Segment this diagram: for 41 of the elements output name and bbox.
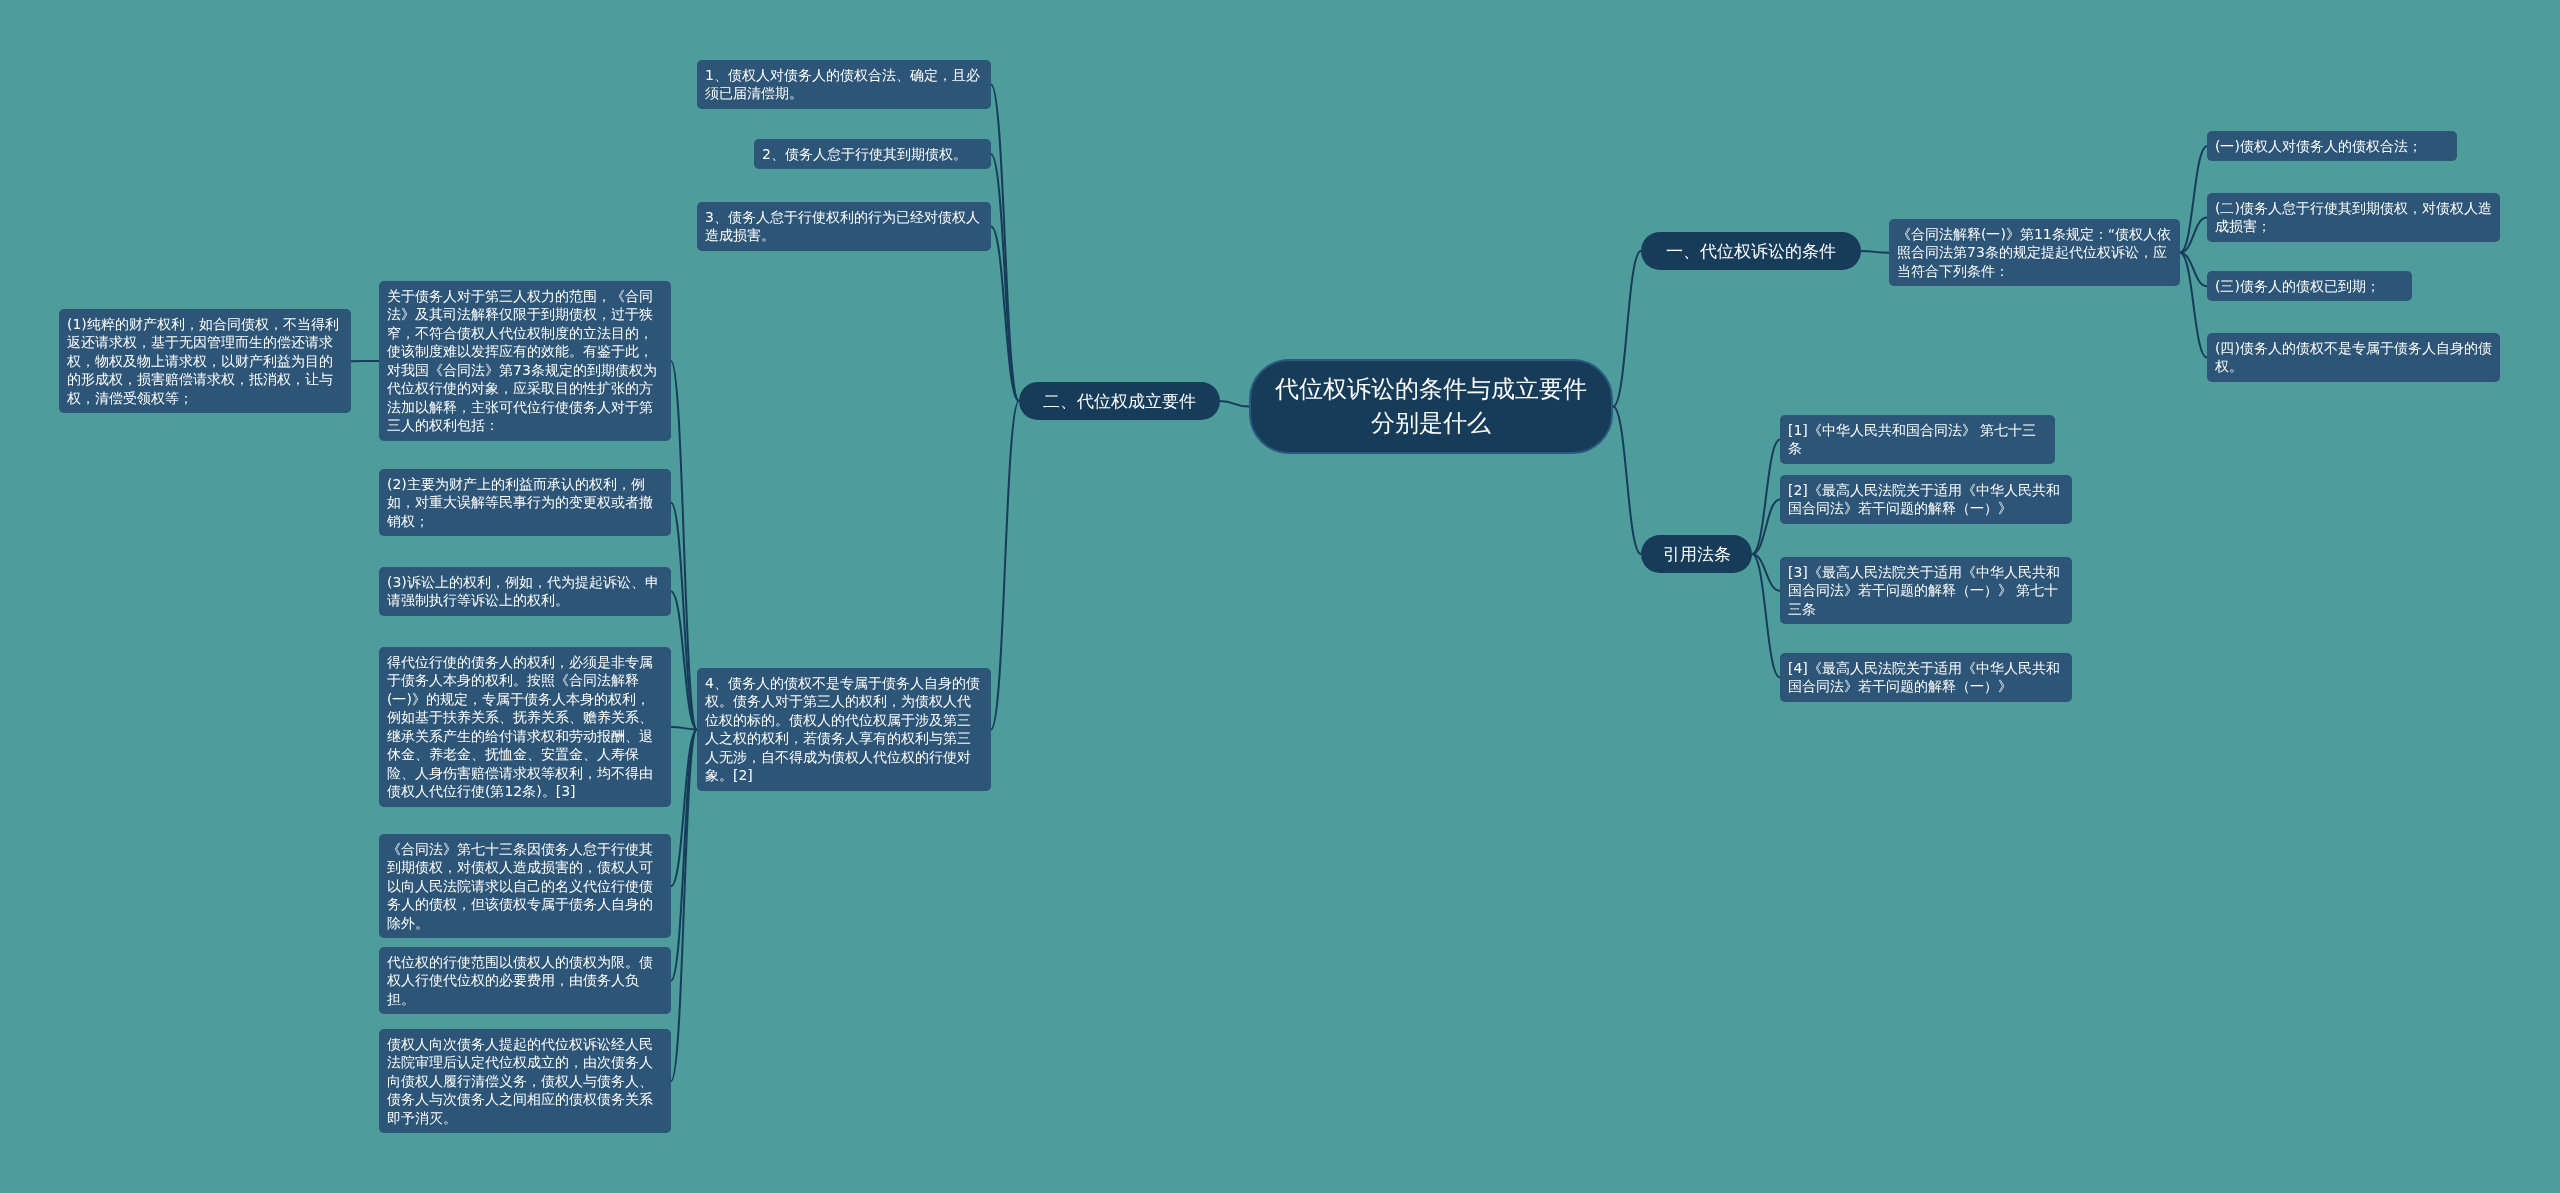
branch-topic: 引用法条 <box>1641 535 1752 574</box>
subtopic-box: 得代位行使的债务人的权利，必须是非专属于债务人本身的权利。按照《合同法解释(一)》的规定，专属于债务人本身的权利，例如基于扶养关系、抚养关系、赡养关系、继承关系产生的给付请求权和劳动报酬、退休金、养老金、抚恤金、安置金、人寿保险、人身伤害赔偿请求权等权利，均不得由债权人代位行使(第12条)。[3] <box>379 647 671 807</box>
connector-line <box>990 225 1020 403</box>
subtopic-box: 3、债务人怠于行使权利的行为已经对债权人造成损害。 <box>697 202 991 251</box>
subtopic-box: 关于债务人对于第三人权力的范围，《合同法》及其司法解释仅限于到期债权，过于狭窄，不符合债权人代位权制度的立法目的，使该制度难以发挥应有的效能。有鉴于此，对我国《合同法》第73条规定的到期债权为代位权行使的对象，应采取目的性扩张的方法加以解释，主张可代位行使债务人对于第三人的权利包括： <box>379 281 671 441</box>
connector-line <box>1860 250 1890 254</box>
subtopic-box: [3]《最高人民法院关于适用《中华人民共和国合同法》若干问题的解释（一）》 第七十三条 <box>1780 557 2072 625</box>
central-topic: 代位权诉讼的条件与成立要件分别是什么 <box>1249 359 1613 455</box>
connector-line <box>1751 553 1781 679</box>
branch-topic: 一、代位权诉讼的条件 <box>1641 232 1861 271</box>
connector-line <box>1751 498 1781 556</box>
connector-line <box>670 590 698 731</box>
connector-line <box>350 359 380 363</box>
connector-line <box>1612 250 1642 408</box>
subtopic-box: (二)债务人怠于行使其到期债权，对债权人造成损害； <box>2207 193 2500 242</box>
subtopic-box: [1]《中华人民共和国合同法》 第七十三条 <box>1780 415 2055 464</box>
subtopic-box: (三)债务人的债权已到期； <box>2207 271 2412 302</box>
subtopic-box: (一)债权人对债务人的债权合法； <box>2207 131 2457 162</box>
branch-topic: 二、代位权成立要件 <box>1019 382 1220 421</box>
subtopic-box: (3)诉讼上的权利，例如，代为提起诉讼、申请强制执行等诉讼上的权利。 <box>379 567 671 616</box>
connector-line <box>1751 438 1781 556</box>
connector-line <box>670 728 698 888</box>
subtopic-box: [2]《最高人民法院关于适用《中华人民共和国合同法》若干问题的解释（一）》 <box>1780 475 2072 524</box>
subtopic-box: (1)纯粹的财产权利，如合同债权，不当得利返还请求权，基于无因管理而生的偿还请求权，物权及物上请求权，以财产利益为目的的形成权，损害赔偿请求权，抵消权，让与权，清偿受领权等； <box>59 309 351 414</box>
connector-line <box>1219 400 1250 408</box>
subtopic-box: (2)主要为财产上的利益而承认的权利，例如，对重大误解等民事行为的变更权或者撤销权； <box>379 469 671 537</box>
subtopic-box: (四)债务人的债权不是专属于债务人自身的债权。 <box>2207 333 2500 382</box>
connector-line <box>990 400 1020 731</box>
subtopic-box: 《合同法解释(一)》第11条规定：“债权人依照合同法第73条的规定提起代位权诉讼，应当符合下列条件： <box>1889 219 2180 287</box>
connector-line <box>1612 405 1642 556</box>
subtopic-box: 1、债权人对债务人的债权合法、确定，且必须已届清偿期。 <box>697 60 991 109</box>
connector-line <box>1751 553 1781 592</box>
subtopic-box: 2、债务人怠于行使其到期债权。 <box>754 139 991 170</box>
subtopic-box: 《合同法》第七十三条因债务人怠于行使其到期债权，对债权人造成损害的，债权人可以向人民法院请求以自己的名义代位行使债务人的债权，但该债权专属于债务人自身的除外。 <box>379 834 671 939</box>
subtopic-box: 代位权的行使范围以债权人的债权为限。债权人行使代位权的必要费用，由债务人负担。 <box>379 947 671 1015</box>
connector-line <box>2179 145 2208 254</box>
subtopic-box: 4、债务人的债权不是专属于债务人自身的债权。债务人对于第三人的权利，为债权人代位权的标的。债权人的代位权属于涉及第三人之权的权利，若债务人享有的权利与第三人无涉，自不得成为债权人代位权的行使对象。[2] <box>697 668 991 791</box>
subtopic-box: [4]《最高人民法院关于适用《中华人民共和国合同法》若干问题的解释（一）》 <box>1780 653 2072 702</box>
subtopic-box: 债权人向次债务人提起的代位权诉讼经人民法院审理后认定代位权成立的，由次债务人向债权人履行清偿义务，债权人与债务人、债务人与次债务人之间相应的债权债务关系即予消灭。 <box>379 1029 671 1134</box>
connector-line <box>2179 251 2208 359</box>
connector-line <box>670 725 698 731</box>
